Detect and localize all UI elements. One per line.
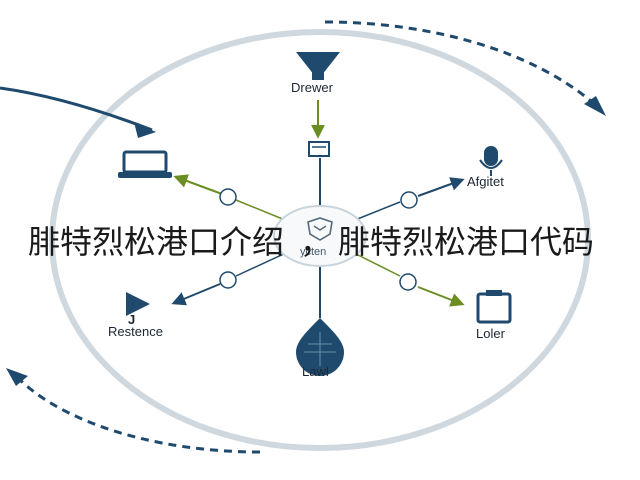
shield-icon <box>307 217 333 241</box>
spoke-lower-right-arrow <box>417 286 465 307</box>
drop-icon <box>296 318 344 376</box>
funnel-icon <box>296 52 340 80</box>
node-lower-left <box>219 271 237 289</box>
node-lower-right <box>399 273 417 291</box>
top-right-arrow-head-icon <box>584 96 606 116</box>
overlay-title-right: 腓特烈松港口代码 <box>338 223 595 261</box>
label-bottom-left-mark: J <box>128 312 136 327</box>
overlay-title-left: 腓特烈松港口介绍 <box>28 223 285 261</box>
spoke-lower-left-arrow <box>171 283 221 306</box>
bottom-left-dashed-arrow <box>16 376 261 454</box>
label-bottom-left: Restence <box>108 324 163 339</box>
label-top-right: Afgitet <box>467 174 504 189</box>
spoke-lower-left <box>235 251 289 277</box>
document-icon <box>308 141 330 157</box>
overlay-title: 腓特烈松港口介绍 ， 腓特烈松港口代码 <box>0 214 640 270</box>
spoke-lower-right <box>351 251 401 277</box>
spoke-upper-right-arrow <box>417 177 465 197</box>
label-top: Drewer <box>291 80 333 95</box>
incoming-curve-arrow <box>0 86 153 132</box>
clipboard-icon <box>476 290 512 324</box>
laptop-icon <box>118 150 172 178</box>
spoke-upper-right <box>354 201 401 221</box>
node-upper-right <box>400 191 418 209</box>
incoming-arrow-head-icon <box>134 122 156 138</box>
spoke-upper-left-arrow <box>173 174 223 195</box>
spoke-upper-left <box>235 199 286 221</box>
microphone-icon <box>479 146 503 176</box>
center-hub <box>273 205 367 267</box>
bottom-left-arrow-head-icon <box>6 368 28 386</box>
overlay-title-separator: ， <box>300 223 333 261</box>
flag-icon <box>126 292 150 316</box>
label-bottom-right: Loler <box>476 326 505 341</box>
label-center: ycten <box>300 246 327 258</box>
node-upper-left <box>219 188 237 206</box>
label-bottom: Lawl <box>302 364 329 379</box>
outer-ring <box>49 29 591 451</box>
